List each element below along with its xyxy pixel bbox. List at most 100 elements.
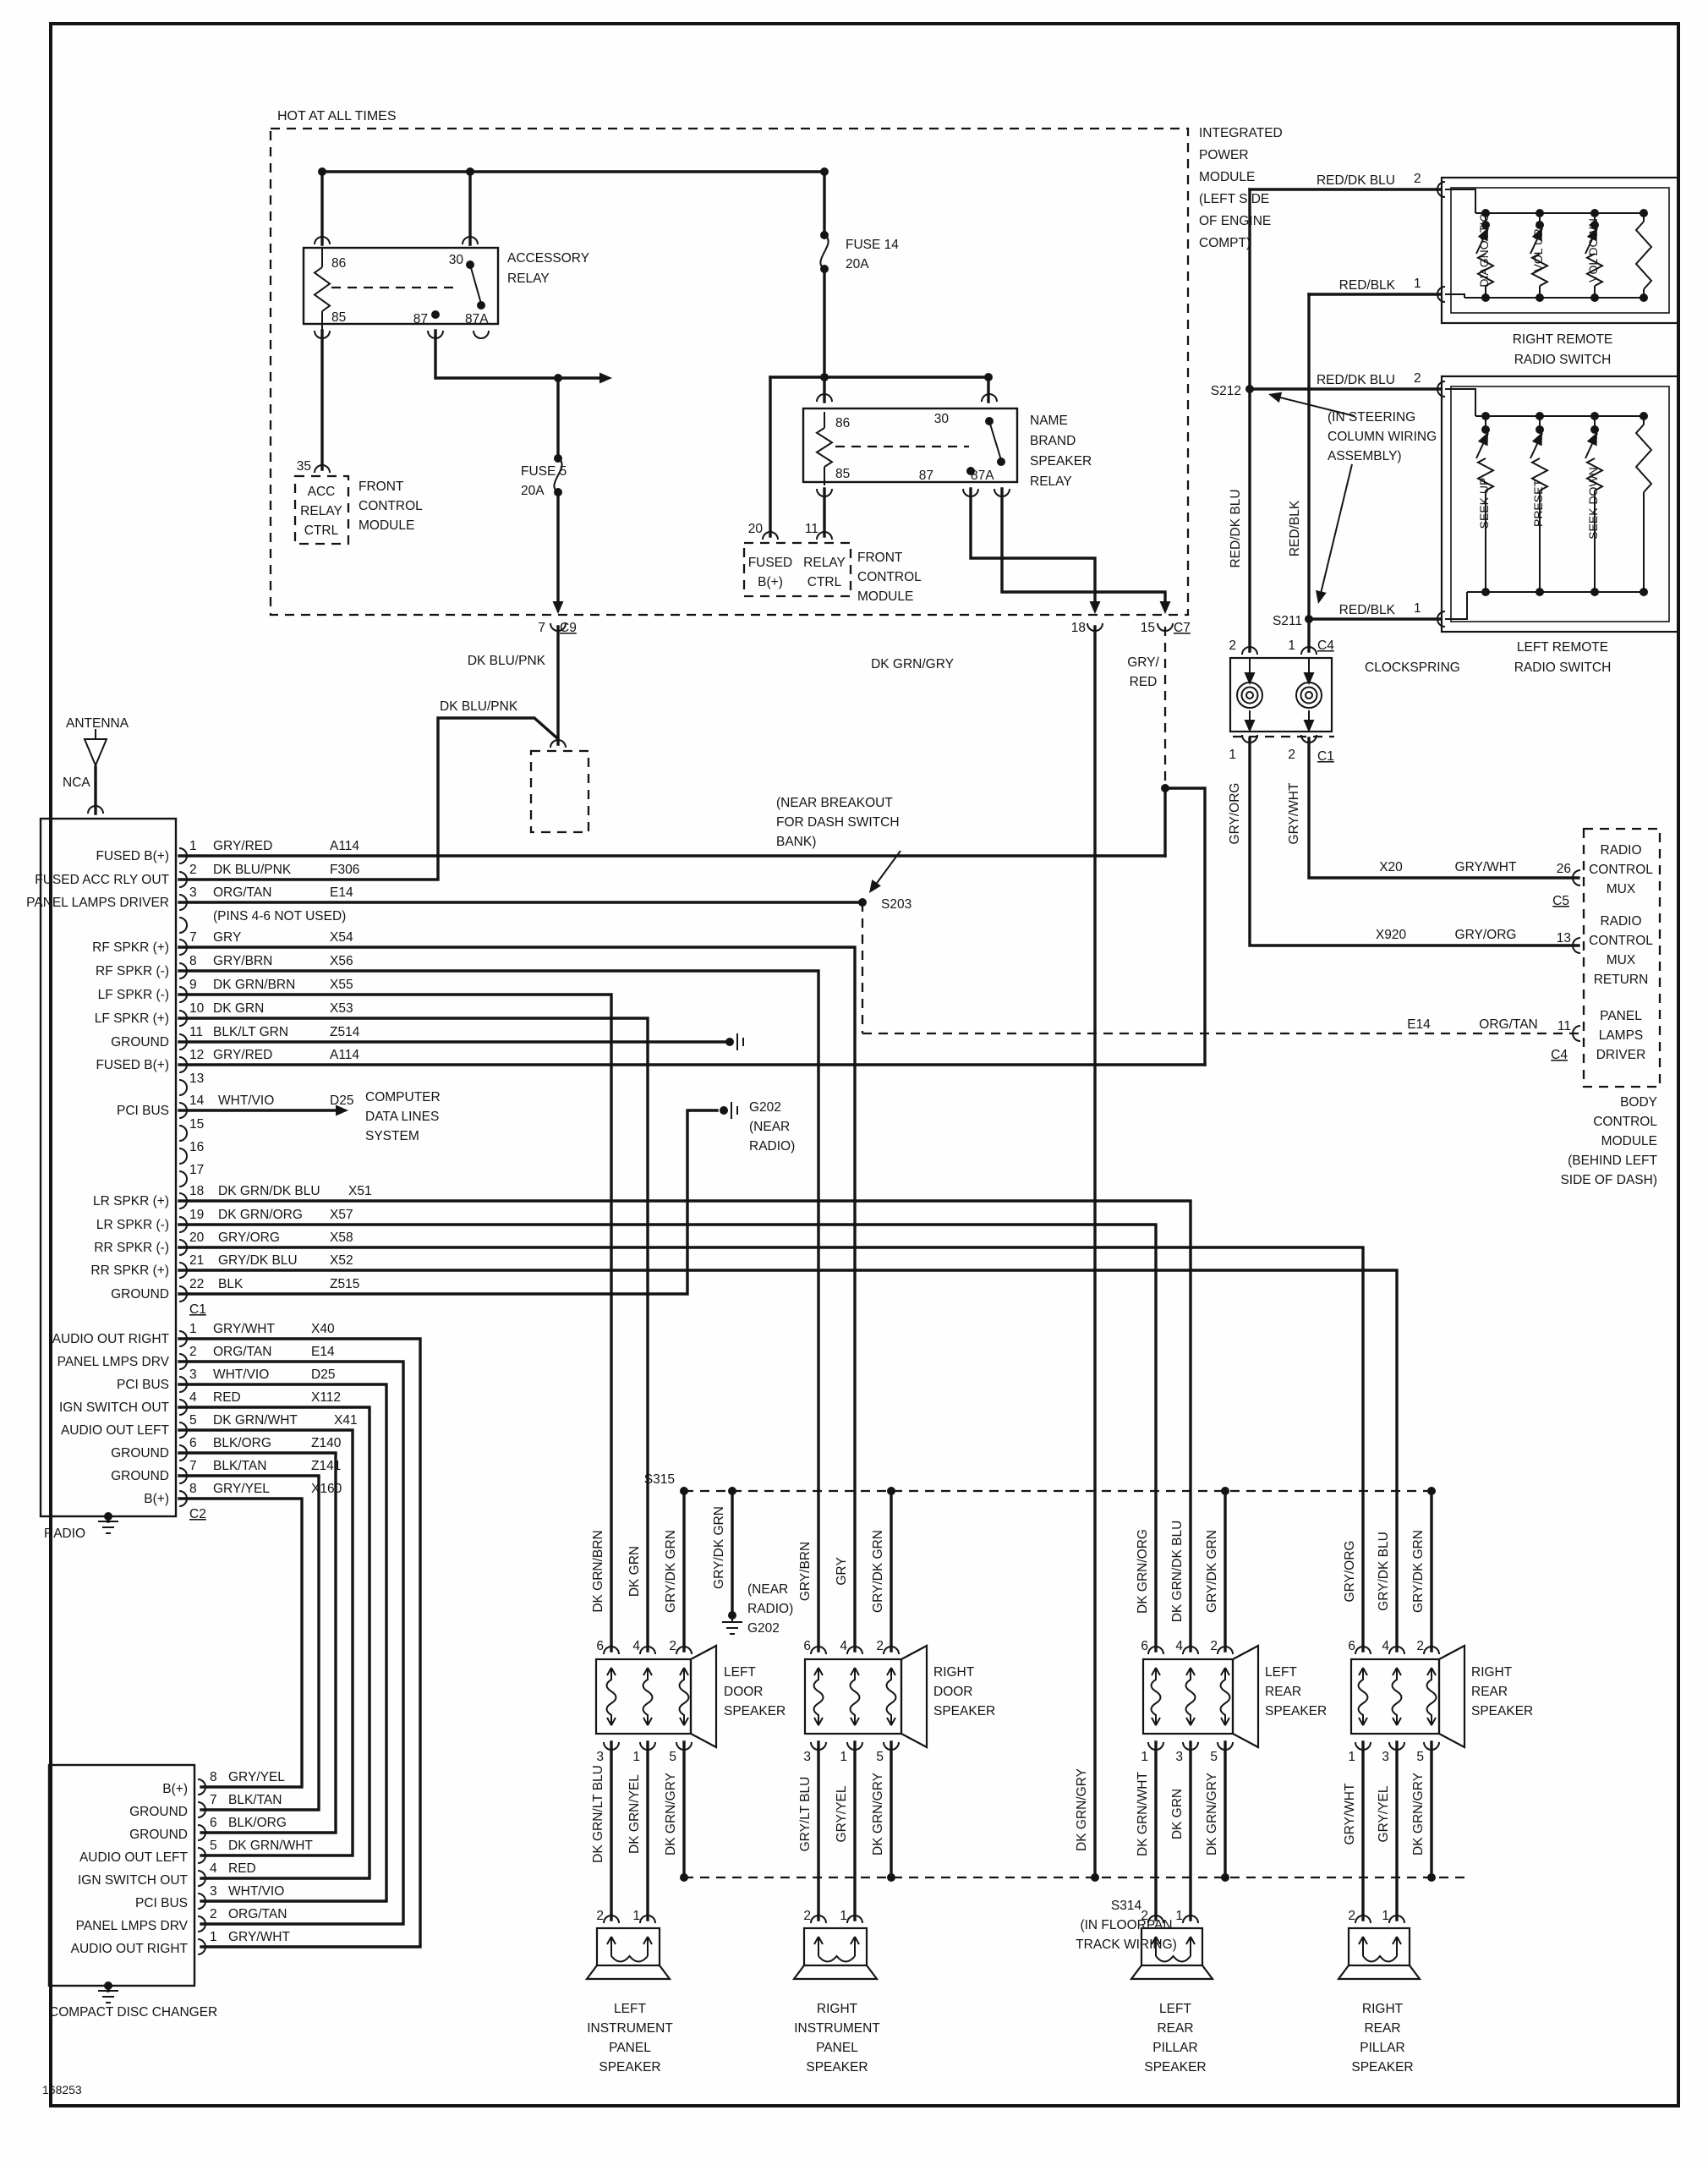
switch-resistor: [1585, 458, 1605, 491]
clockspring-pin-2-top: 2: [1229, 639, 1236, 653]
ground-symbol: [98, 1521, 118, 1534]
c2r8-num: 8: [189, 1482, 197, 1496]
connector-arc: [178, 871, 188, 888]
connector-arc: [178, 1010, 188, 1027]
wv-rr4: GRY/DK BLU: [1377, 1532, 1391, 1611]
cd-lbl-3: PCI BUS: [135, 1896, 188, 1910]
r3-code: E14: [330, 885, 353, 900]
wv-rr6: GRY/ORG: [1343, 1541, 1357, 1603]
r16-num: 16: [189, 1140, 204, 1154]
junction-dot: [680, 1487, 688, 1495]
fcm2-pin-20: 20: [748, 522, 764, 536]
junction-dot: [1305, 615, 1313, 623]
switch-vol-down: VOL DOWN: [1586, 218, 1600, 282]
junction-dot: [466, 167, 474, 176]
right-remote-name-1: RIGHT REMOTE: [1513, 332, 1613, 347]
lr-pin-6: 6: [1141, 1639, 1148, 1653]
splice-s203: S203: [881, 897, 911, 912]
wire-segment: [178, 716, 559, 881]
arrowhead: [1586, 227, 1597, 242]
rr-pin-1: 1: [1348, 1750, 1355, 1764]
bcm-box: [1582, 827, 1661, 1088]
rrp-name-4: SPEAKER: [1351, 2060, 1413, 2075]
wv-lr4: DK GRN/DK BLU: [1170, 1521, 1185, 1623]
c2r3-wire: WHT/VIO: [213, 1368, 269, 1382]
breakout-note-1: (NEAR BREAKOUT: [776, 796, 893, 810]
connector-arc: [427, 330, 444, 339]
remote-resistor: [1634, 221, 1653, 290]
circuit-x920: X920: [1376, 928, 1407, 942]
ground-symbol: [736, 1033, 744, 1050]
rrp-pin-1: 1: [1382, 1909, 1389, 1923]
connector-arc: [1437, 381, 1446, 397]
lr-name-2: REAR: [1265, 1685, 1301, 1699]
speaker-coil: [610, 1954, 649, 1963]
nbs-relay-name-3: SPEAKER: [1030, 454, 1092, 469]
r14-code: D25: [330, 1093, 353, 1108]
cd8-num: 8: [210, 1770, 217, 1784]
junction-dot: [1481, 588, 1490, 596]
speaker-coil: [885, 1667, 897, 1726]
radio-c1-lbl-20: RR SPKR (-): [94, 1241, 169, 1255]
connector-arc: [1217, 1646, 1234, 1655]
r14-num: 14: [189, 1093, 205, 1108]
connector-arc: [1182, 1915, 1199, 1924]
right-ip-speaker-cone: [791, 1965, 879, 1981]
r12-num: 12: [189, 1048, 204, 1062]
wire-gry-wht-h: GRY/WHT: [1455, 860, 1517, 874]
ld-pin-6: 6: [596, 1639, 604, 1653]
right-pillar-speaker-box: [1347, 1927, 1411, 1967]
footer-id: 168253: [42, 2083, 82, 2096]
wb-rd3: GRY/LT BLU: [798, 1777, 813, 1852]
rrp-pin-2: 2: [1348, 1909, 1355, 1923]
wb-rd5: DK GRN/GRY: [871, 1773, 885, 1855]
ipm-name-4: (LEFT SIDE: [1199, 192, 1269, 206]
connector-arc: [1355, 1915, 1371, 1924]
c2r2-code: E14: [311, 1345, 335, 1359]
junction-dot: [318, 167, 326, 176]
connector-arc: [178, 1125, 188, 1142]
wire-segment: [178, 1474, 320, 1811]
rr-pin-3: 3: [1382, 1750, 1389, 1764]
r19-code: X57: [330, 1208, 353, 1222]
junction-dot: [1481, 293, 1490, 302]
junction-dot: [984, 373, 993, 381]
lip-pin-1: 1: [632, 1909, 640, 1923]
connector-arc: [1147, 1741, 1164, 1751]
r9-code: X55: [330, 978, 353, 992]
arrowhead: [336, 1104, 348, 1116]
connector-arc: [178, 1353, 188, 1370]
r22-wire: BLK: [218, 1277, 244, 1291]
clockspring-coil: [1300, 686, 1318, 704]
lrp-name-2: REAR: [1157, 2021, 1193, 2036]
speaker-coil: [1219, 1667, 1231, 1726]
fcm1-name-3: MODULE: [359, 518, 414, 533]
switch-resistor: [1475, 253, 1496, 287]
connector-arc: [1388, 1646, 1405, 1655]
symbols: [83, 167, 1653, 2003]
arrowhead: [1531, 227, 1542, 242]
junction-dot: [1590, 412, 1599, 420]
arrowhead: [552, 601, 564, 614]
internal-wire: [872, 850, 901, 890]
fcm2-name-2: CONTROL: [857, 570, 922, 584]
r8-num: 8: [189, 954, 197, 968]
radio-c1-lbl-11: GROUND: [111, 1035, 169, 1050]
fuse14-label-1: FUSE 14: [846, 238, 899, 252]
clockspring-coil: [1245, 691, 1254, 699]
internal-wire: [1445, 388, 1476, 416]
r2-num: 2: [189, 863, 197, 877]
fuse-14-symbol: [819, 234, 829, 270]
radio-c1-lbl-2: FUSED ACC RLY OUT: [35, 873, 169, 887]
cd6-wire: BLK/ORG: [228, 1816, 287, 1830]
r15-num: 15: [189, 1117, 204, 1132]
junction-dot: [1481, 209, 1490, 217]
wire-red-dk-blu-a: RED/DK BLU: [1317, 173, 1395, 188]
wire-segment: [178, 969, 820, 1653]
connector-arc: [816, 531, 833, 540]
wire-dk-grn-gry-top: DK GRN/GRY: [871, 657, 954, 671]
radio-c1-lbl-22: GROUND: [111, 1287, 169, 1302]
wb-ld5: DK GRN/GRY: [664, 1773, 678, 1855]
lr-name-1: LEFT: [1265, 1665, 1297, 1680]
c4-label-top: C4: [1317, 639, 1334, 653]
